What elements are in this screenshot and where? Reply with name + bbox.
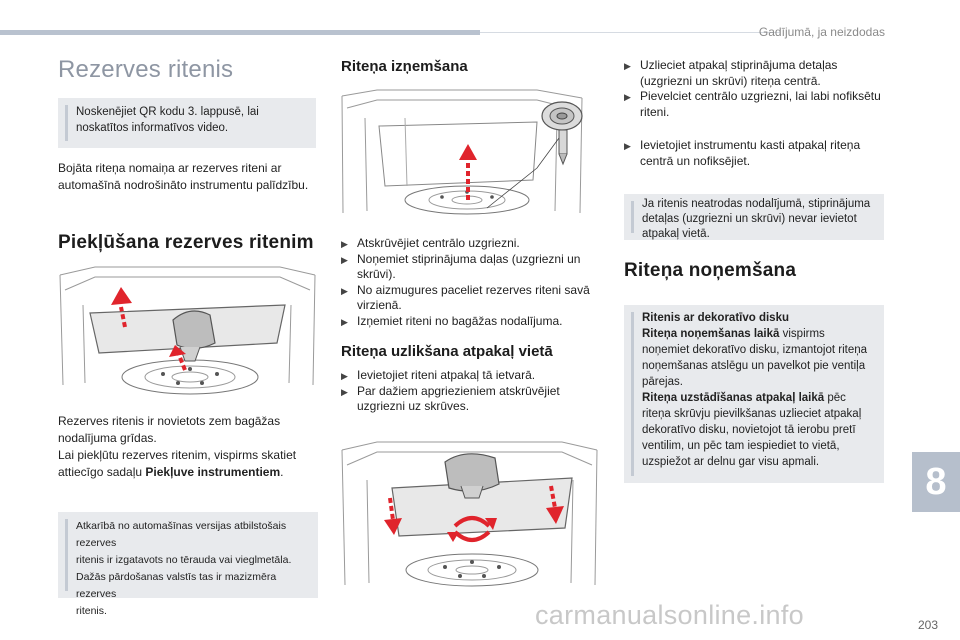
removal-step-2: Noņemiet stiprinājuma daļas (uzgriezni u… <box>357 251 581 282</box>
section-title: Gadījumā, ja neizdodas <box>758 25 885 39</box>
header-rule <box>480 32 780 33</box>
list-item: ▶ Ievietojiet instrumentu kasti atpakaļ r… <box>624 138 886 169</box>
version-note-line-3: Dažās pārdošanas valstīs tas ir mazizmēr… <box>76 571 277 600</box>
list-item: ▶ Noņemiet stiprinājuma daļas (uzgriezni … <box>341 252 603 283</box>
refit-step-3: Uzlieciet atpakaļ stiprinājuma detaļas (… <box>640 58 838 88</box>
triangle-bullet-icon: ▶ <box>341 239 348 249</box>
list-item: ▶ No aizmugures paceliet rezerves riteni … <box>341 283 603 314</box>
refit-step-2: Par dažiem apgriezieniem atskrūvējiet uz… <box>357 383 560 414</box>
list-item: ▶ Par dažiem apgriezieniem atskrūvējiet u… <box>341 384 603 415</box>
triangle-bullet-icon: ▶ <box>624 61 631 71</box>
version-note-line-2: ritenis ir izgatavots no tērauda vai vie… <box>76 554 292 566</box>
location-text-1: Rezerves ritenis ir novietots zem bagāža… <box>58 414 281 445</box>
trim-note-fitting-label: Riteņa uzstādīšanas atpakaļ laikā <box>642 392 825 404</box>
qr-note-text: Noskenējiet QR kodu 3. lappusē, lai nosk… <box>76 106 259 134</box>
version-note-line-1: Atkarībā no automašīnas versijas atbilst… <box>76 520 287 549</box>
list-item: ▶ Izņemiet riteni no bagāžas nodalījuma. <box>341 314 603 330</box>
page-title: Rezerves ritenis <box>58 56 234 83</box>
version-note-line-4: ritenis. <box>76 605 107 617</box>
intro-text: Bojāta riteņa nomaiņa ar rezerves riteni… <box>58 161 309 192</box>
refit-heading: Riteņa uzlikšana atpakaļ vietā <box>341 343 553 360</box>
trim-note-removing-label: Riteņa noņemšanas laikā <box>642 328 780 340</box>
removal-step-3: No aizmugures paceliet rezerves riteni s… <box>357 282 590 313</box>
refit-step-5: Ievietojiet instrumentu kasti atpakaļ ri… <box>640 138 861 168</box>
trim-note-removing-text: vispirms noņemiet dekoratīvo disku, izma… <box>642 328 868 388</box>
qr-note: Noskenējiet QR kodu 3. lappusē, lai nosk… <box>58 98 316 148</box>
access-heading: Piekļūšana rezerves ritenim <box>58 232 314 253</box>
chapter-tab: 8 <box>912 452 960 512</box>
trim-note: Ritenis ar dekoratīvo disku Riteņa noņem… <box>624 305 884 483</box>
location-text-2-end: . <box>280 465 284 479</box>
refit-step-1: Ievietojiet riteni atpakaļ tā ietvarā. <box>357 368 536 382</box>
list-item: ▶ Ievietojiet riteni atpakaļ tā ietvarā. <box>341 368 603 384</box>
triangle-bullet-icon: ▶ <box>624 92 631 102</box>
removal-step-1: Atskrūvējiet centrālo uzgriezni. <box>357 236 520 250</box>
missing-parts-note-text: Ja ritenis neatrodas nodalījumā, stiprin… <box>642 198 871 240</box>
watermark: carmanualsonline.info <box>535 600 804 630</box>
trunk-floor-figure <box>59 266 316 395</box>
tools-access-link: Piekļuve instrumentiem <box>145 465 281 479</box>
wheel-removal-figure <box>341 89 583 215</box>
refit-step-4: Pievelciet centrālo uzgriezni, lai labi … <box>640 89 881 119</box>
refit-steps: ▶Ievietojiet riteni atpakaļ tā ietvarā. … <box>341 368 603 415</box>
triangle-bullet-icon: ▶ <box>341 386 348 397</box>
triangle-bullet-icon: ▶ <box>341 254 348 265</box>
location-text-2: Lai piekļūtu rezerves ritenim, vispirms … <box>58 447 320 481</box>
version-note: Atkarībā no automašīnas versijas atbilst… <box>58 512 318 617</box>
trim-note-fitting: Riteņa uzstādīšanas atpakaļ laikā pēc ri… <box>642 390 874 470</box>
page-number: 203 <box>917 618 938 632</box>
trim-note-title: Ritenis ar dekoratīvo disku <box>642 312 789 324</box>
list-item: ▶ Atskrūvējiet centrālo uzgriezni. <box>341 236 603 252</box>
removal-steps: ▶ Atskrūvējiet centrālo uzgriezni. ▶ Noņem… <box>341 236 603 329</box>
trim-note-removing: Riteņa noņemšanas laikā vispirms noņemie… <box>642 326 874 390</box>
location-text-2-start: Lai piekļūtu rezerves ritenim, vispirms … <box>58 448 297 479</box>
removal-heading: Riteņa izņemšana <box>341 58 468 75</box>
header-bar <box>0 30 480 35</box>
triangle-bullet-icon: ▶ <box>341 285 348 296</box>
refit-steps-continued: ▶ Uzlieciet atpakaļ stiprinājuma detaļas … <box>624 58 886 120</box>
list-item: ▶ Uzlieciet atpakaļ stiprinājuma detaļas … <box>624 58 886 89</box>
triangle-bullet-icon: ▶ <box>341 316 348 327</box>
triangle-bullet-icon: ▶ <box>341 371 348 381</box>
removal-step-4: Izņemiet riteni no bagāžas nodalījuma. <box>357 313 563 328</box>
refit-tools-step: ▶ Ievietojiet instrumentu kasti atpakaļ r… <box>624 138 886 169</box>
wheel-removal-heading: Riteņa noņemšana <box>624 260 797 281</box>
wheel-refit-figure <box>341 441 598 587</box>
trim-note-fitting-text: pēc riteņa skrūvju pievilkšanas uzliecie… <box>642 392 862 468</box>
triangle-bullet-icon: ▶ <box>624 141 631 151</box>
missing-parts-note: Ja ritenis neatrodas nodalījumā, stiprin… <box>624 194 884 240</box>
list-item: ▶ Pievelciet centrālo uzgriezni, lai labi… <box>624 89 886 120</box>
